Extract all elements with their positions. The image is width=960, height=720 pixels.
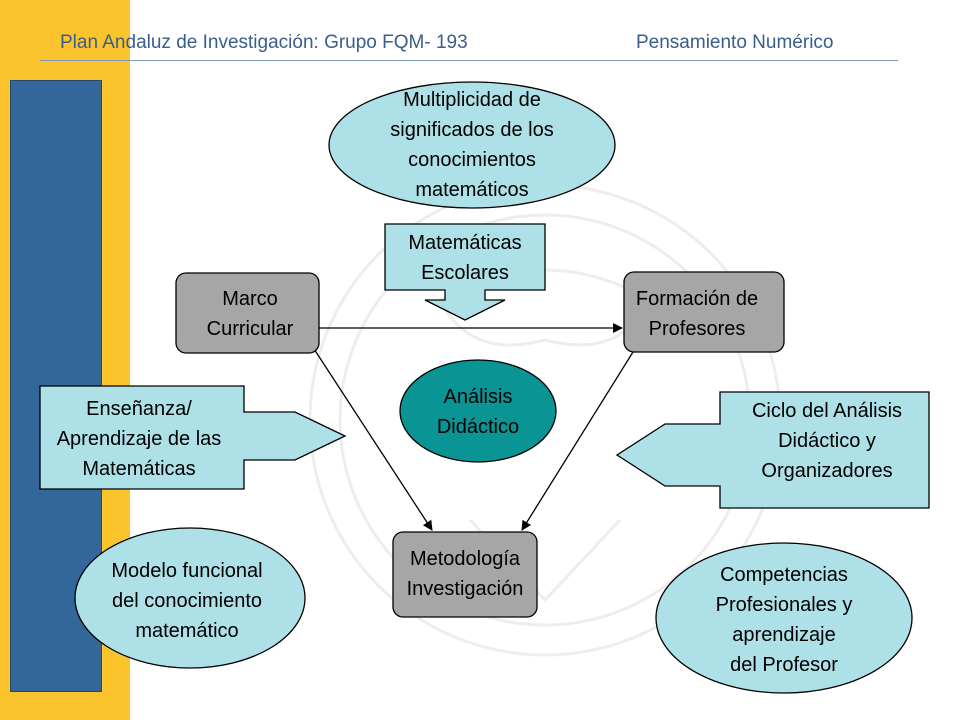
ensenanza-label: Enseñanza/ Aprendizaje de las Matemática… [56, 398, 222, 480]
ciclo-arrow [615, 391, 930, 509]
analisis-didactico-label: Análisis Didáctico [436, 386, 520, 438]
matematicas-escolares-label: Matemáticas Escolares [408, 232, 522, 284]
arrow-formacion-metodologia [521, 341, 643, 531]
ensenanza-arrow [39, 385, 347, 490]
multiplicidad-label: Multiplicidad de significados de los con… [390, 89, 554, 201]
competencias-label: Competencias Profesionales y aprendizaje… [715, 564, 853, 676]
modelo-funcional-ellipse [74, 527, 306, 669]
formacion-profesores-box [623, 271, 785, 353]
matematicas-escolares-arrow [384, 223, 546, 321]
metodologia-box [392, 531, 538, 618]
header-title-right: Pensamiento Numérico [636, 32, 834, 53]
ciclo-label: Ciclo del Análisis Didáctico y Organizad… [751, 400, 903, 482]
marco-curricular-label: Marco Curricular [206, 288, 294, 340]
analisis-didactico-ellipse [399, 359, 557, 463]
metodologia-label: Metodología Investigación [406, 548, 524, 600]
multiplicidad-ellipse [328, 81, 616, 209]
formacion-profesores-label: Formación de Profesores [635, 288, 759, 340]
header-divider [40, 60, 898, 61]
competencias-ellipse [655, 542, 913, 694]
header-title-left: Plan Andaluz de Investigación: Grupo FQM… [60, 32, 468, 53]
marco-curricular-box [175, 272, 320, 354]
modelo-funcional-label: Modelo funcional del conocimiento matemá… [111, 560, 263, 642]
arrow-marco-metodologia [306, 341, 433, 531]
